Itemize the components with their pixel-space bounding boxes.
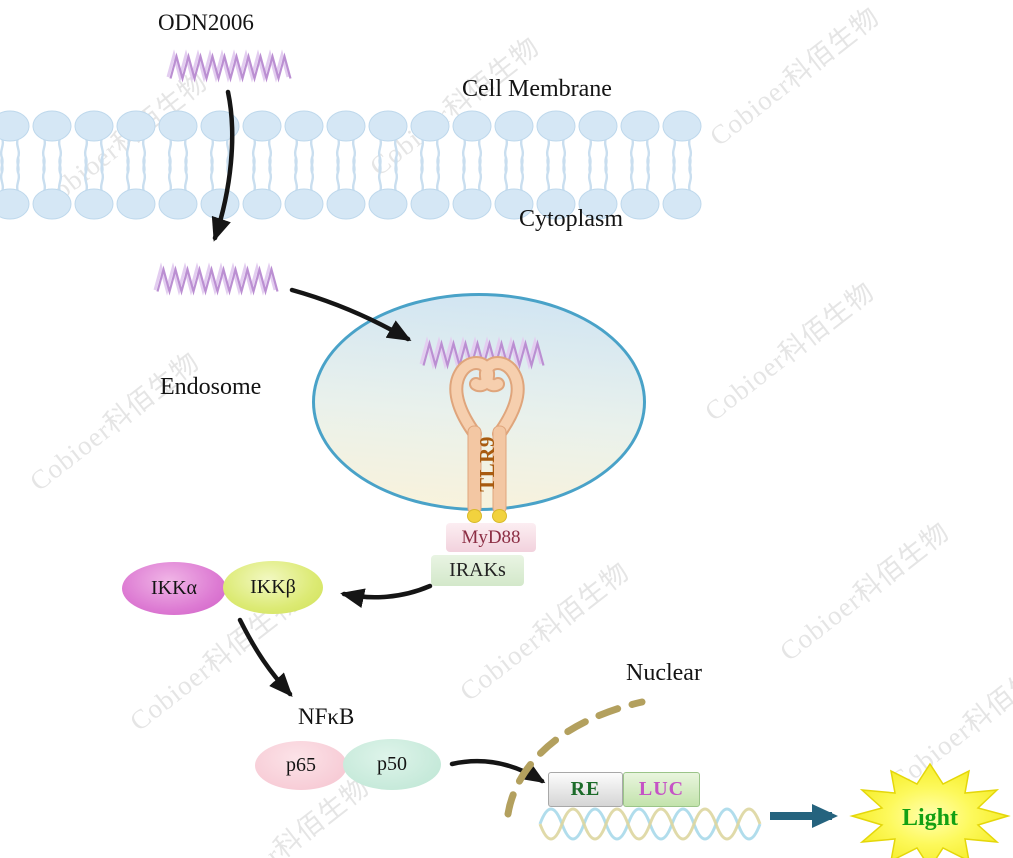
tlr9-label: TLR9 [474,436,499,492]
myd88-box: MyD88 [446,523,536,552]
ikk-beta-ellipse: IKKβ [223,561,323,614]
dna-helix [538,807,762,841]
re-box: RE [548,772,623,807]
watermark: Cobioer科佰生物 [364,31,545,182]
light-label: Light [902,805,958,831]
p50-ellipse: p50 [343,739,441,790]
watermark: Cobioer科佰生物 [24,346,205,497]
watermark: Cobioer科佰生物 [32,66,213,217]
nuclear-label: Nuclear [626,660,702,686]
watermark: Cobioer科佰生物 [704,1,885,152]
internalization-arrow [211,89,235,242]
luc-box: LUC [623,772,700,807]
light-starburst: Light [849,762,1011,858]
cell-membrane-label: Cell Membrane [462,76,612,102]
watermark: Cobioer科佰生物 [699,276,880,427]
watermark: Cobioer科佰生物 [774,516,955,667]
odn-squiggle-cytoplasm [153,266,279,293]
cytoplasm-label: Cytoplasm [519,206,624,232]
iraks-box: IRAKs [431,555,524,586]
p65-ellipse: p65 [255,741,347,790]
tlr9-tail-dot [467,509,482,523]
tlr9-tail-dot [492,509,507,523]
endosome-label: Endosome [160,374,262,400]
odn2006-label: ODN2006 [158,10,254,35]
ikk-alpha-ellipse: IKKα [122,562,226,615]
watermark: Cobioer科佰生物 [884,646,1013,797]
nfkb-to-nucleus-arrow [449,759,546,784]
nfkb-label: NFκB [298,704,355,729]
iraks-to-ikk-arrow [340,583,433,608]
